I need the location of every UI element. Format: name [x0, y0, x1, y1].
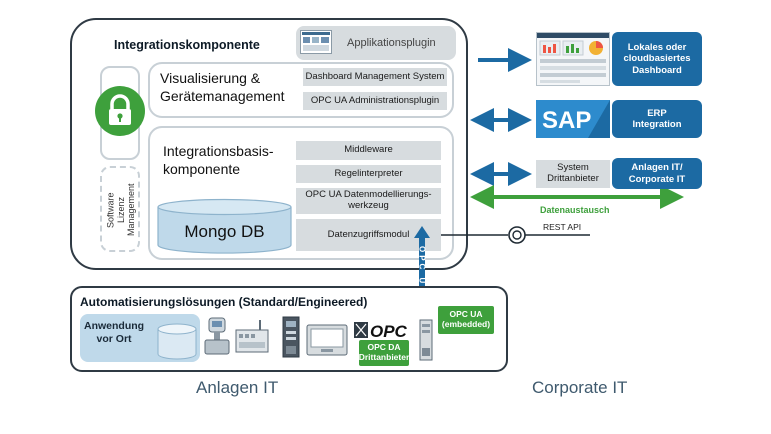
- controller-device-icon: [282, 316, 300, 358]
- flowmeter-device-icon: [204, 316, 230, 358]
- footer-corporate-it: Corporate IT: [532, 378, 628, 397]
- integration-base-title: Integrationsbasis- komponente: [163, 143, 274, 177]
- regelinterpreter-box: Regelinterpreter: [296, 165, 441, 183]
- footer-anlagen-it: Anlagen IT: [196, 378, 279, 397]
- integration-title: Integrationskomponente: [114, 38, 260, 52]
- dashboard-box: Lokales oder cloudbasiertes Dashboard: [612, 32, 702, 86]
- mongodb-label: Mongo DB: [184, 222, 265, 241]
- database-icon: [156, 322, 198, 362]
- middleware-box: Middleware: [296, 141, 441, 160]
- embedded-device-icon: [418, 318, 434, 362]
- datenaustausch-label: Datenaustausch: [540, 205, 610, 215]
- hmi-panel-icon: [306, 324, 348, 356]
- license-lower-box: [100, 166, 140, 252]
- dashboard-management-system: Dashboard Management System: [303, 68, 447, 86]
- app-plugin-label: Applikationsplugin: [347, 37, 436, 49]
- anwendung-label: Anwendung vor Ort: [84, 320, 145, 345]
- opc-datamodel-box: OPC UA Datenmodellierungs- werkzeug: [296, 188, 441, 214]
- automation-title: Automatisierungslösungen (Standard/Engin…: [80, 295, 368, 309]
- erp-integration-box: ERP Integration: [612, 100, 702, 138]
- lock-icon: [95, 86, 145, 136]
- rest-api-label: REST API: [543, 222, 582, 232]
- sap-logo-text: SAP: [542, 107, 591, 134]
- opc-logo: OPC: [354, 320, 410, 341]
- system-drittanbieter-box: System Drittanbieter: [536, 160, 610, 188]
- svg-text:OPC: OPC: [370, 322, 408, 340]
- opc-ua-admin-plugin: OPC UA Administrationsplugin: [303, 92, 447, 110]
- gateway-device-icon: [234, 318, 270, 356]
- dashboard-screenshot-icon: [536, 32, 610, 86]
- opc-ua-vertical-arrow: [414, 226, 430, 316]
- anlagen-corporate-box: Anlagen IT/ Corporate IT: [612, 158, 702, 189]
- mongodb-cylinder: [156, 198, 293, 254]
- visualization-title: Visualisierung & Gerätemanagement: [160, 70, 285, 104]
- opc-ua-embedded-box: OPC UA (embedded): [438, 306, 494, 334]
- opc-ua-arrow-label: OPC UA: [417, 246, 427, 296]
- opc-da-box: OPC DA Drittanbieter: [359, 340, 409, 366]
- dashboard-thumbnail-icon: [300, 30, 332, 54]
- sap-logo: SAP: [536, 100, 610, 138]
